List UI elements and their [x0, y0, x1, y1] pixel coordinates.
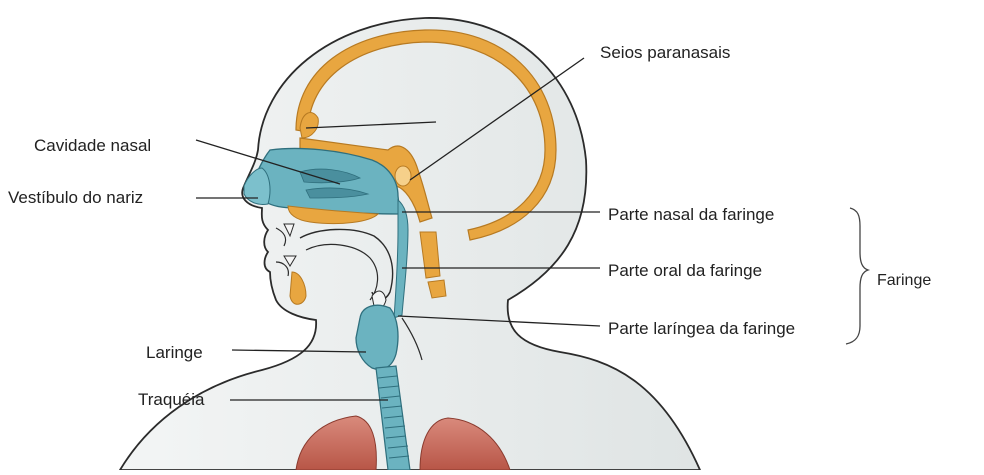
- nasal-vestibule-shape: [244, 168, 270, 205]
- label-parte-laringea-faringe: Parte laríngea da faringe: [608, 319, 795, 339]
- label-vestibulo-do-nariz: Vestíbulo do nariz: [8, 188, 143, 208]
- head-silhouette: [120, 18, 700, 470]
- label-laringe: Laringe: [146, 343, 203, 363]
- faringe-brace: [846, 208, 868, 344]
- label-faringe: Faringe: [877, 271, 931, 291]
- sphenoid-sinus: [395, 166, 411, 186]
- label-traqueia: Traquéia: [138, 390, 204, 410]
- label-seios-paranasais: Seios paranasais: [600, 43, 730, 63]
- label-parte-oral-faringe: Parte oral da faringe: [608, 261, 762, 281]
- label-parte-nasal-faringe: Parte nasal da faringe: [608, 205, 774, 225]
- larynx-shape: [356, 305, 398, 369]
- label-cavidade-nasal: Cavidade nasal: [34, 136, 151, 156]
